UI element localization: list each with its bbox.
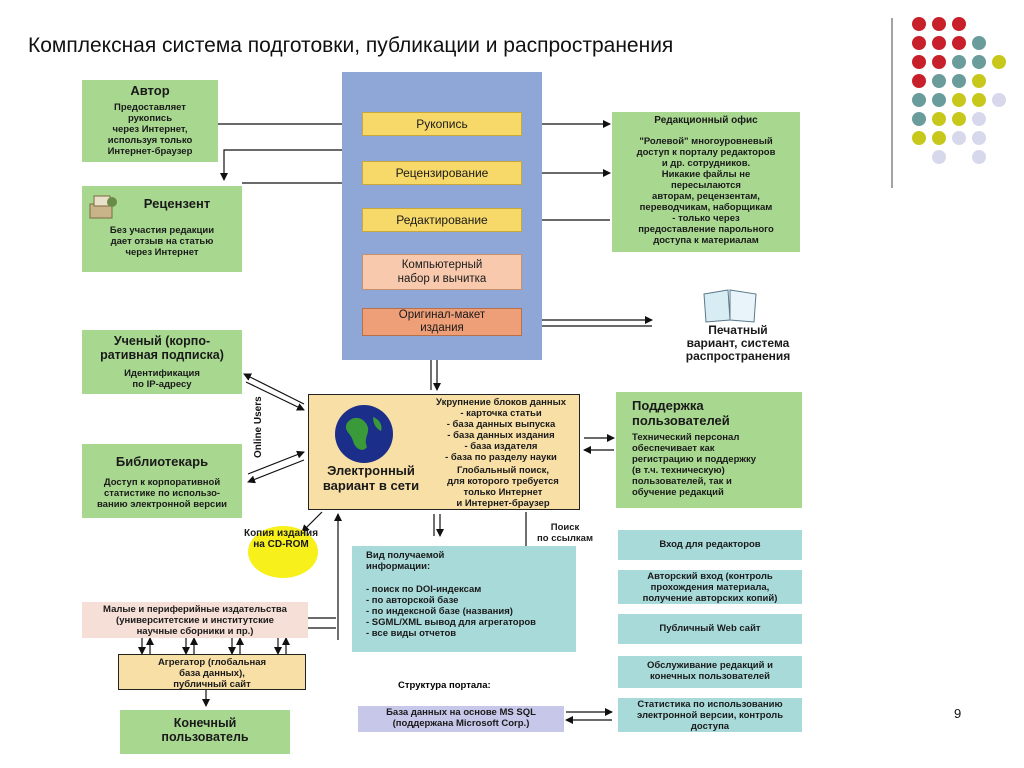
librarian-heading: Библиотекарь: [115, 454, 209, 469]
dot: [932, 36, 946, 50]
editorial-office-text: "Ролевой" многоуровневый доступ к портал…: [636, 136, 776, 246]
dot: [932, 74, 946, 88]
reviewer-heading: Рецензент: [143, 196, 211, 211]
dot: [932, 112, 946, 126]
portal-item-editors-login: Вход для редакторов: [618, 530, 802, 560]
dot: [932, 93, 946, 107]
portal-item-public-site: Публичный Web сайт: [618, 614, 802, 644]
dot: [952, 112, 966, 126]
dot: [972, 150, 986, 164]
dot: [972, 55, 986, 69]
dot: [952, 36, 966, 50]
dot: [972, 36, 986, 50]
scientist-heading: Ученый (корпо- ративная подписка): [100, 334, 224, 362]
dot: [912, 55, 926, 69]
dot: [932, 131, 946, 145]
cdrom-ellipse: [248, 526, 318, 578]
dot: [952, 93, 966, 107]
cdrom-label: Копия издания на CD-ROM: [243, 528, 319, 550]
editorial-office-box: Редакционный офис "Ролевой" многоуровнев…: [612, 112, 800, 252]
dot: [912, 93, 926, 107]
dot: [952, 131, 966, 145]
data-blocks-text: Укрупнение блоков данных - карточка стат…: [436, 397, 566, 463]
dot: [912, 112, 926, 126]
manuscript-step: Рукопись: [362, 112, 522, 136]
electronic-version-box: Укрупнение блоков данных - карточка стат…: [308, 394, 580, 510]
dot: [912, 17, 926, 31]
page-number: 9: [954, 706, 962, 721]
online-users-label: Online Users: [247, 396, 267, 460]
scientist-box: Ученый (корпо- ративная подписка) Иденти…: [82, 330, 242, 394]
portal-item-service: Обслуживание редакций и конечных пользов…: [618, 656, 802, 688]
librarian-text: Доступ к корпоративной статистике по исп…: [96, 477, 228, 510]
review-step: Рецензирование: [362, 161, 522, 185]
dot: [912, 131, 926, 145]
dot: [972, 93, 986, 107]
global-search-text: Глобальный поиск, для которого требуется…: [447, 465, 559, 509]
dot: [912, 74, 926, 88]
reviewer-box: Рецензент Без участия редакции дает отзы…: [82, 186, 242, 272]
dot: [972, 112, 986, 126]
reviewer-text: Без участия редакции дает отзыв на стать…: [109, 225, 215, 258]
typesetting-step: Компьютерный набор и вычитка: [362, 254, 522, 290]
info-view-items: - поиск по DOI-индексам - по авторской б…: [366, 584, 537, 639]
process-panel: Рукопись Рецензирование Редактирование К…: [342, 72, 542, 360]
database-box: База данных на основе MS SQL (поддержана…: [358, 706, 564, 732]
dot: [952, 55, 966, 69]
link-search-label: Поиск по ссылкам: [537, 522, 593, 544]
aggregator-box: Агрегатор (глобальная база данных), публ…: [118, 654, 306, 690]
dot: [952, 74, 966, 88]
reviewer-illustration: [88, 192, 118, 220]
dot: [932, 55, 946, 69]
decorative-dot-grid: [900, 14, 1006, 164]
globe-icon: [333, 403, 395, 465]
portal-item-statistics: Статистика по использованию электронной …: [618, 698, 802, 732]
portal-caption: Структура портала:: [398, 680, 491, 691]
author-text: Предоставляет рукопись через Интернет, и…: [107, 102, 193, 157]
author-box: Автор Предоставляет рукопись через Интер…: [82, 80, 218, 162]
dot: [972, 74, 986, 88]
support-heading: Поддержка пользователей: [632, 398, 730, 428]
info-view-heading: Вид получаемой информации:: [366, 550, 445, 572]
editing-step: Редактирование: [362, 208, 522, 232]
print-version-label: Печатный вариант, система распространени…: [685, 323, 791, 363]
dot: [952, 17, 966, 31]
layout-step: Оригинал-макет издания: [362, 308, 522, 336]
dot: [972, 131, 986, 145]
electronic-label: Электронный вариант в сети: [322, 463, 420, 493]
editorial-office-heading: Редакционный офис: [654, 115, 758, 126]
support-text: Технический персонал обеспечивает как ре…: [632, 432, 757, 498]
dot: [932, 150, 946, 164]
dot: [932, 17, 946, 31]
scientist-text: Идентификация по IP-адресу: [124, 368, 200, 390]
dot: [992, 93, 1006, 107]
info-view-box: Вид получаемой информации: - поиск по DO…: [352, 546, 576, 652]
dot: [992, 55, 1006, 69]
publishers-box: Малые и периферийные издательства (униве…: [82, 602, 308, 638]
end-user-box: Конечный пользователь: [120, 710, 290, 754]
librarian-box: Библиотекарь Доступ к корпоративной стат…: [82, 444, 242, 518]
support-box: Поддержка пользователей Технический перс…: [616, 392, 802, 508]
dot: [912, 36, 926, 50]
slide-title: Комплексная система подготовки, публикац…: [28, 34, 674, 57]
portal-item-author-login: Авторский вход (контроль прохождения мат…: [618, 570, 802, 604]
online-users-text: Online Users: [253, 396, 264, 458]
author-heading: Автор: [130, 83, 170, 98]
book-icon: [700, 286, 760, 324]
